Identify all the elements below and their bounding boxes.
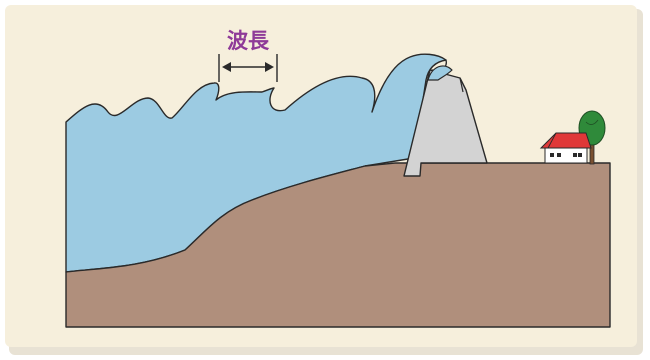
wavelength-arrow	[218, 54, 278, 82]
wave-spray	[427, 65, 453, 81]
house-icon	[539, 132, 592, 164]
ground	[65, 162, 611, 328]
wavelength-label: 波長	[227, 29, 270, 53]
seawall-edge	[459, 77, 464, 93]
